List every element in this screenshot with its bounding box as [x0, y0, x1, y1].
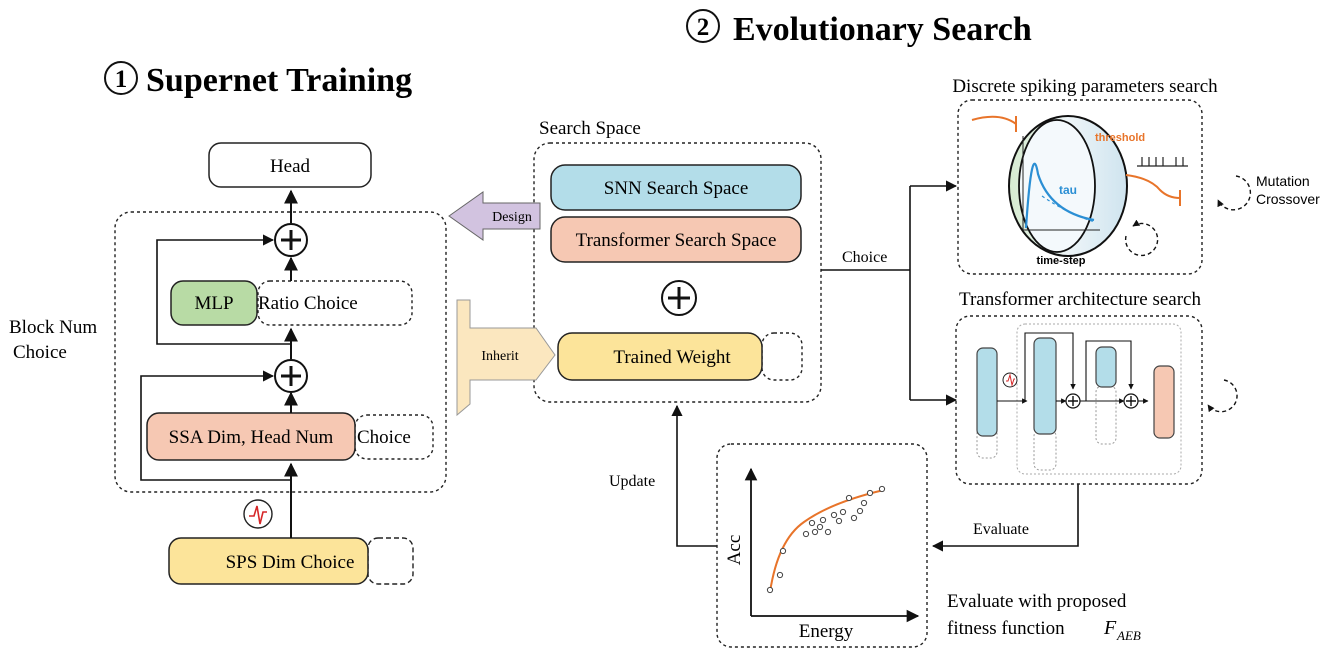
- arch-block: [1153, 365, 1175, 439]
- head-label: Head: [270, 156, 311, 177]
- fitness-chart: [744, 467, 920, 623]
- arch-block: [1033, 337, 1057, 435]
- svg-text:Inherit: Inherit: [481, 349, 518, 364]
- mlp-box: [170, 280, 258, 326]
- discrete-search-section: Discrete spiking parameters search tau t…: [952, 76, 1320, 275]
- scatter-point: [850, 514, 858, 522]
- loop-arrow-icon: [1217, 175, 1252, 211]
- svg-text:Evolutionary Search: Evolutionary Search: [733, 11, 1032, 48]
- scatter-point: [802, 530, 810, 538]
- scatter-point: [811, 528, 819, 536]
- crossover-label: Crossover: [1256, 191, 1320, 207]
- fitness-caption-2: fitness function: [947, 618, 1065, 639]
- scatter-point: [816, 523, 824, 531]
- sps-label: SPS Dim Choice: [226, 552, 355, 573]
- timestep-label: time-step: [1037, 255, 1086, 267]
- trained-weight-box: [557, 332, 763, 381]
- svg-text:Trained Weight: Trained Weight: [613, 347, 731, 368]
- mlp-choice-label: Ratio Choice: [258, 293, 358, 314]
- fitness-caption-1: Evaluate with proposed: [947, 591, 1127, 612]
- svg-text:1: 1: [115, 66, 128, 93]
- scatter-point: [819, 516, 827, 524]
- scatter-point: [808, 519, 816, 527]
- block-num-label: Block Num: [9, 317, 97, 338]
- fitness-formula: F AEB: [1103, 617, 1141, 643]
- scatter-point: [824, 528, 832, 536]
- svg-text:F: F: [1103, 617, 1117, 639]
- scatter-point: [845, 494, 853, 502]
- scatter-point: [866, 489, 874, 497]
- acc-axis-label: Acc: [724, 535, 745, 566]
- threshold-label: threshold: [1095, 132, 1145, 144]
- inherit-arrow: [456, 299, 556, 417]
- svg-text:Transformer Search Space: Transformer Search Space: [576, 230, 777, 251]
- svg-text:SNN Search Space: SNN Search Space: [604, 178, 749, 199]
- add-node-icon: [274, 359, 308, 393]
- fitness-section: Acc Energy Evaluate with proposed fitnes…: [716, 443, 1141, 648]
- flow-connectors: Choice Evaluate Update: [609, 180, 1079, 552]
- transformer-search-section: Transformer architecture search: [955, 289, 1238, 485]
- supernet-section: Head MLP Ratio Choice SSA Dim, Head Num …: [9, 142, 447, 585]
- search-space-section: Search Space SNN Search Space Transforme…: [448, 118, 822, 417]
- scatter-point: [779, 547, 787, 555]
- add-node-icon: [1123, 393, 1139, 409]
- add-node-icon: [274, 223, 308, 257]
- svg-text:Supernet Training: Supernet Training: [146, 62, 412, 99]
- evaluate-label: Evaluate: [973, 521, 1029, 538]
- add-node-icon: [661, 280, 697, 316]
- spike-icon: [243, 499, 273, 529]
- scatter-point: [860, 499, 868, 507]
- energy-axis-label: Energy: [799, 621, 854, 642]
- mutation-label: Mutation: [1256, 173, 1310, 189]
- scatter-point: [835, 517, 843, 525]
- loop-arrow-icon: [1124, 219, 1159, 257]
- arch-block: [1095, 346, 1117, 388]
- snn-search-space-box: [550, 164, 802, 211]
- scatter-point: [839, 508, 847, 516]
- ssa-choice-label: Choice: [357, 427, 411, 448]
- svg-text:AEB: AEB: [1116, 628, 1141, 643]
- loop-arrow-icon: [1207, 379, 1238, 413]
- head-box: [208, 142, 372, 188]
- design-arrow: [448, 191, 541, 241]
- scatter-point: [830, 511, 838, 519]
- scatter-point: [856, 507, 864, 515]
- title-evolution: 2 Evolutionary Search: [686, 9, 1032, 48]
- mlp-label: MLP: [194, 293, 233, 314]
- arch-block: [976, 347, 998, 437]
- discrete-search-title: Discrete spiking parameters search: [952, 76, 1218, 97]
- update-label: Update: [609, 473, 655, 490]
- svg-text:2: 2: [697, 14, 710, 41]
- title-supernet: 1 Supernet Training: [104, 61, 412, 99]
- scatter-point: [766, 586, 774, 594]
- neuron-icon: tau: [1008, 115, 1128, 257]
- ssa-label: SSA Dim, Head Num: [169, 427, 334, 448]
- sps-box: [168, 537, 369, 585]
- scatter-point: [878, 485, 886, 493]
- add-node-icon: [1065, 393, 1081, 409]
- tau-label: tau: [1059, 183, 1077, 197]
- block-num-label-2: Choice: [13, 342, 67, 363]
- transformer-search-space-box: [550, 216, 802, 263]
- choice-label: Choice: [842, 249, 887, 266]
- svg-text:Design: Design: [492, 210, 532, 225]
- transformer-search-title: Transformer architecture search: [959, 289, 1201, 310]
- fitness-curve: [769, 489, 885, 593]
- scatter-point: [776, 571, 784, 579]
- search-space-title: Search Space: [539, 118, 641, 139]
- ssa-box: [146, 412, 356, 461]
- spike-train-icon: [1137, 157, 1188, 167]
